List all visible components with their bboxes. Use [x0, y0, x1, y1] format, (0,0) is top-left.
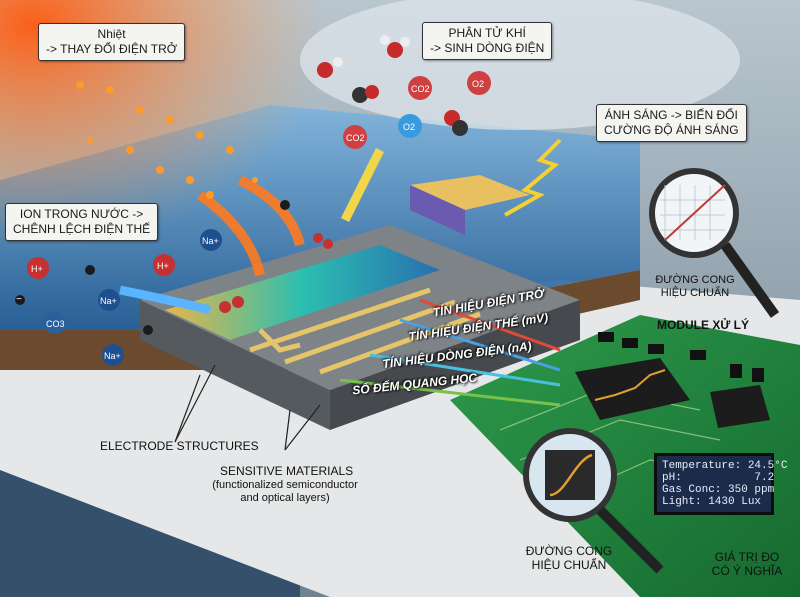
module-label: MODULE XỬ LÝ: [657, 318, 749, 332]
na-ion-label-2: Na+: [100, 296, 117, 306]
sensor-readout-display: Temperature: 24.5°C pH: 7.2 Gas Conc: 35…: [654, 453, 788, 515]
gas-callout: PHÂN TỬ KHÍ -> SINH DÒNG ĐIỆN: [422, 22, 553, 60]
light-callout: ÁNH SÁNG -> BIẾN ĐỔI CƯỜNG ĐỘ ÁNH SÁNG: [596, 104, 747, 142]
calibration-curve-bottom-label: ĐƯỜNG CONG HIỆU CHUẨN: [525, 544, 613, 572]
na-ion-label-3: Na+: [104, 351, 121, 361]
h-ion-label-1: H+: [31, 264, 43, 274]
readout-ph: pH: 7.2: [662, 472, 775, 484]
co2-label-1: CO2: [411, 84, 430, 94]
co3-label: CO3: [46, 319, 65, 329]
h-ion-label-2: H+: [157, 261, 169, 271]
ion-callout: ION TRONG NƯỚC -> CHÊNH LỆCH ĐIỆN THẾ: [5, 203, 159, 241]
sensitive-materials-subtitle: (functionalized semiconductor and optica…: [212, 479, 358, 504]
co2-label-2: CO2: [346, 133, 365, 143]
calibration-curve-top-label: ĐƯỜNG CONG HIỆU CHUẨN: [655, 274, 735, 299]
na-ion-label-1: Na+: [202, 236, 219, 246]
o2-label-2: O2: [403, 122, 416, 132]
meaningful-values-label: GIÁ TRỊ ĐO CÓ Ý NGHĨA: [711, 550, 783, 578]
electrode-structures-label: ELECTRODE STRUCTURES: [100, 439, 259, 453]
sensitive-materials-title: SENSITIVE MATERIALS: [220, 464, 354, 478]
readout-light: Light: 1430 Lux: [662, 496, 762, 508]
readout-gas: Gas Conc: 350 ppm: [662, 484, 775, 496]
negative-ion-label: −: [16, 294, 22, 305]
o2-label-1: O2: [472, 79, 485, 89]
readout-temperature: Temperature: 24.5°C: [662, 460, 788, 472]
heat-callout: Nhiệt -> THAY ĐỔI ĐIỆN TRỞ: [38, 23, 186, 61]
